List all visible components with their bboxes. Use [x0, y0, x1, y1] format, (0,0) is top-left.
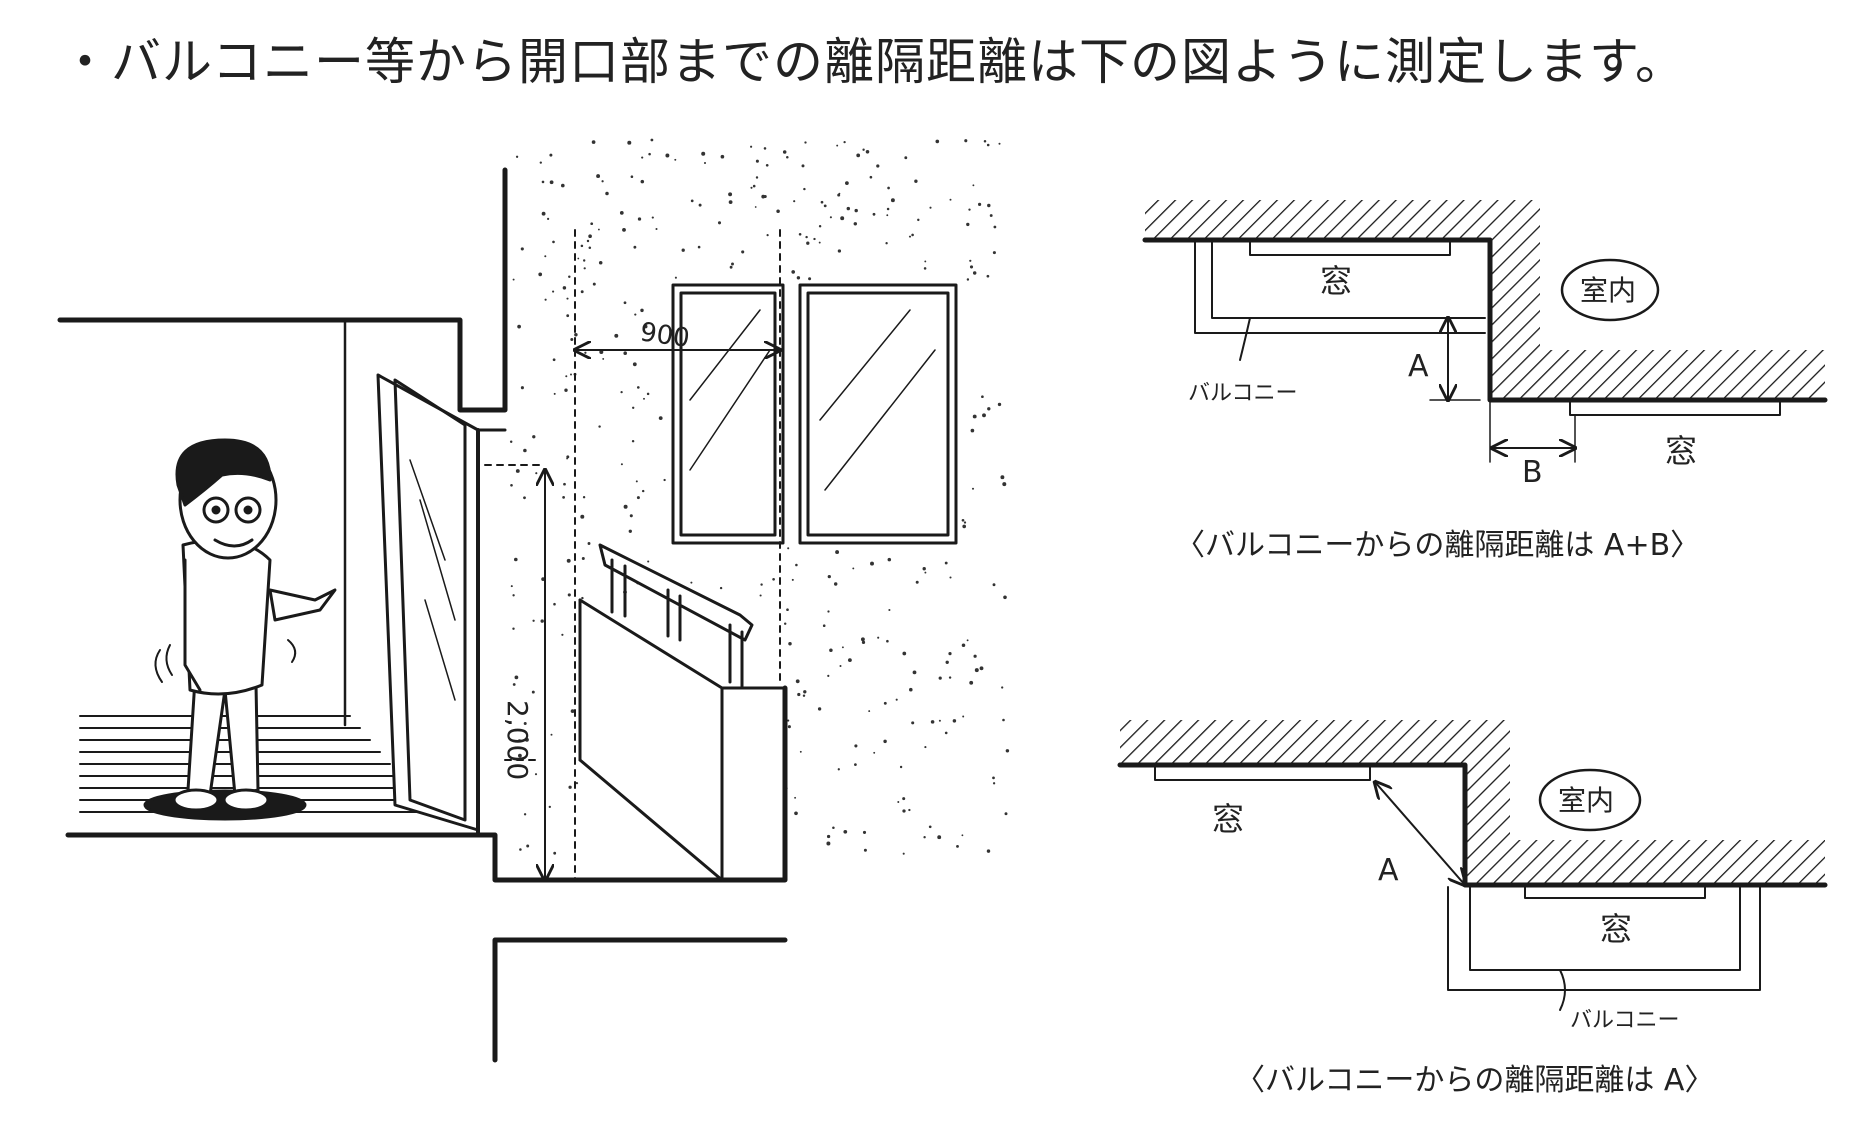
- balcony-outline-outer: [1447, 886, 1761, 991]
- bottom-caption: 〈バルコニーからの離隔距離は A〉: [1235, 1063, 1714, 1098]
- window-upper-frame: [1249, 241, 1451, 256]
- diagram-bottom: [1117, 720, 1828, 1011]
- window-lower-frame: [1524, 886, 1706, 899]
- balcony-parapet: [578, 543, 787, 882]
- top-label-a: A: [1408, 349, 1429, 384]
- bottom-window-lower-label: 窓: [1600, 910, 1632, 948]
- balcony-outline-outer: [1194, 241, 1486, 334]
- top-indoor-label: 室内: [1580, 274, 1636, 307]
- top-balcony-label: バルコニー: [1188, 381, 1298, 406]
- top-window-lower-label: 窓: [1665, 432, 1697, 470]
- balcony-outline-inner: [1211, 241, 1486, 319]
- bottom-label-a: A: [1378, 853, 1399, 888]
- person-figure: [143, 438, 337, 821]
- balcony-illustration: [57, 138, 1010, 1063]
- bottom-balcony-label: バルコニー: [1570, 1008, 1680, 1033]
- wall-face: [1142, 237, 1828, 403]
- top-label-b: B: [1522, 455, 1543, 490]
- indoor-circle: [1560, 258, 1660, 322]
- balcony-outline-inner: [1469, 886, 1741, 971]
- reference-lines: [484, 229, 781, 881]
- indoor-circle: [1538, 768, 1642, 832]
- dim-a-line: [1375, 782, 1465, 885]
- diagram-top: [1142, 200, 1828, 463]
- window-upper-frame: [1154, 766, 1371, 781]
- width-dimension-label: 900: [638, 317, 691, 354]
- bottom-indoor-label: 室内: [1558, 784, 1614, 817]
- bottom-window-upper-label: 窓: [1212, 800, 1244, 838]
- sliding-door: [376, 373, 480, 832]
- hatched-wall: [1120, 720, 1825, 885]
- balcony-leader: [1559, 969, 1566, 1011]
- page-heading: ・バルコニー等から開口部までの離隔距離は下の図ように測定します。: [60, 33, 1686, 91]
- wall-stipple: [509, 138, 1010, 855]
- exterior-window: [671, 283, 958, 545]
- floor-outline: [65, 685, 788, 883]
- top-window-upper-label: 窓: [1320, 262, 1352, 300]
- top-caption: 〈バルコニーからの離隔距離は A+B〉: [1175, 528, 1700, 563]
- window-lower-frame: [1569, 401, 1781, 416]
- hatched-wall: [1145, 200, 1825, 400]
- motion-marks: [154, 639, 297, 683]
- balcony-leader: [1239, 317, 1251, 361]
- ceiling-outline: [57, 167, 508, 413]
- height-dimension-label: 2,000: [501, 700, 534, 780]
- lower-wall-outline: [492, 937, 788, 1063]
